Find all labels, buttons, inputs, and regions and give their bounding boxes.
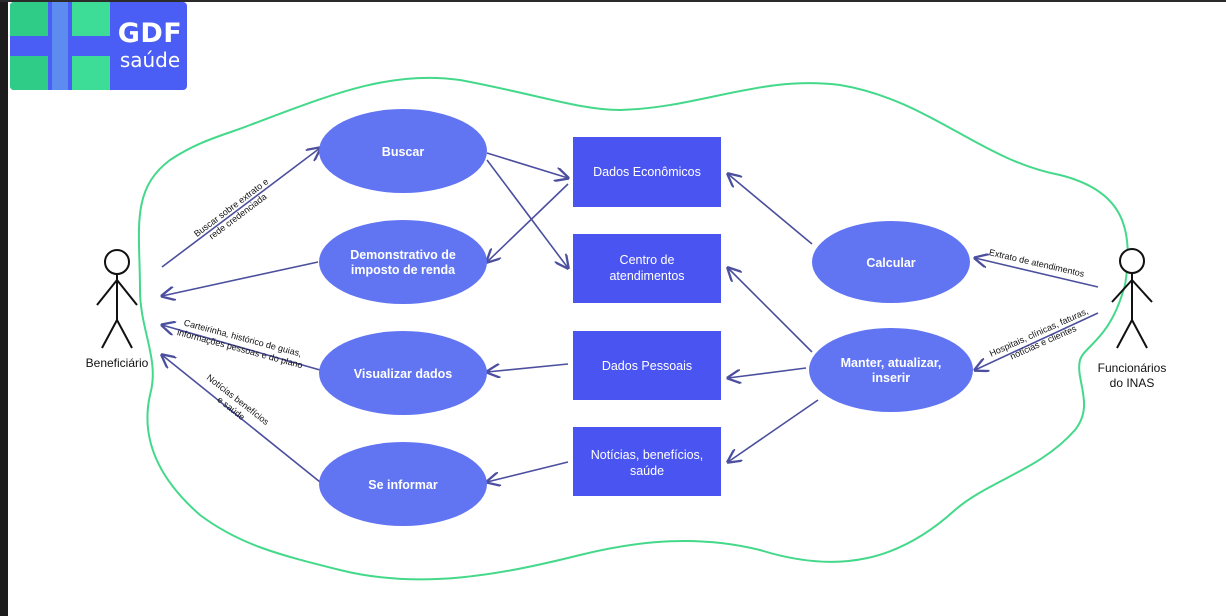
edge-noticias-informar (487, 461, 569, 482)
window-top-edge (0, 0, 1226, 2)
use-case-label: Demonstrativo de (350, 248, 456, 262)
actor-label-line: Funcionários (1098, 361, 1167, 375)
svg-text:Manter, atualizar,inserir: Manter, atualizar,inserir (841, 356, 942, 385)
edge-label-visualizar: Carteirinha, histórico de guias,informaç… (176, 317, 307, 371)
edge-manter-noticias (728, 399, 819, 462)
actor-label-beneficiario: Beneficiário (86, 356, 149, 370)
svg-text:Se informar: Se informar (368, 478, 438, 492)
entity-centro-atendimentos[interactable]: Centro de atendimentos (573, 234, 721, 303)
edge-dados-economicos-demonstrativo (487, 183, 569, 262)
svg-text:Notícias, benefícios,saúde: Notícias, benefícios, saúde (591, 448, 704, 478)
entity-label: Dados Pessoais (602, 359, 692, 373)
use-case-visualizar[interactable]: Visualizar dados (319, 331, 487, 415)
entity-label: Centro de (620, 253, 675, 267)
use-case-label: inserir (872, 371, 910, 385)
use-case-calcular[interactable]: Calcular (812, 221, 970, 303)
edge-label-informar: Notícias benefíciose saúde (198, 372, 271, 436)
edge-label-line: Buscar sobre extrato e (192, 176, 270, 238)
svg-text:Dados Pessoais: Dados Pessoais (602, 359, 692, 373)
entity-label: atendimentos (609, 269, 684, 283)
entity-label: Dados Econômicos (593, 165, 701, 179)
edges (161, 148, 1099, 483)
use-case-label: Manter, atualizar, (841, 356, 942, 370)
use-case-label: Calcular (866, 256, 915, 270)
use-case-informar[interactable]: Se informar (319, 442, 487, 526)
edge-calcular-dados-economicos (728, 174, 813, 245)
use-case-label: imposto de renda (351, 263, 456, 277)
actor-funcionarios-inas[interactable] (1111, 248, 1153, 349)
edge-manter-dados-pessoais (728, 367, 807, 378)
edge-funcionarios-calcular (975, 258, 1099, 288)
edge-demonstrativo-beneficiario (162, 261, 319, 296)
gdf-saude-logo: GDF saúde (10, 2, 187, 90)
entity-label: saúde (630, 464, 664, 478)
use-case-buscar[interactable]: Buscar (319, 109, 487, 193)
system-boundary (137, 76, 1129, 581)
edge-informar-beneficiario (162, 355, 321, 483)
actor-head-icon (1119, 248, 1145, 274)
edge-visualizar-beneficiario (162, 325, 321, 371)
svg-text:Buscar: Buscar (382, 145, 425, 159)
edge-label-line: Extrato de atendimentos (988, 247, 1086, 279)
window-edge (0, 0, 8, 616)
edge-dados-pessoais-visualizar (487, 363, 569, 372)
use-case-label: Se informar (368, 478, 438, 492)
edge-beneficiario-buscar (161, 148, 320, 268)
entity-dados-economicos[interactable]: Dados Econômicos (573, 137, 721, 207)
entity-dados-pessoais[interactable]: Dados Pessoais (573, 331, 721, 400)
edge-buscar-centro (486, 159, 568, 268)
logo-wordmark: GDF (117, 18, 183, 49)
svg-text:Dados Econômicos: Dados Econômicos (593, 165, 701, 179)
logo-subtitle: saúde (119, 48, 181, 72)
use-case-label: Visualizar dados (354, 367, 452, 381)
svg-text:Visualizar dados: Visualizar dados (354, 367, 452, 381)
actor-head-icon (104, 249, 130, 275)
use-case-label: Buscar (382, 145, 425, 159)
entity-label: Notícias, benefícios, (591, 448, 704, 462)
edge-manter-centro (728, 268, 813, 353)
edge-label-calcular: Extrato de atendimentos (988, 247, 1086, 279)
edge-buscar-dados-economicos (486, 152, 568, 178)
actor-beneficiario[interactable] (96, 249, 138, 349)
edge-label-buscar: Buscar sobre extrato erede credenciada (192, 176, 277, 247)
edge-funcionarios-manter (975, 312, 1099, 370)
use-case-manter[interactable]: Manter, atualizar,inserir (809, 328, 973, 412)
actor-label-line: do INAS (1110, 376, 1155, 390)
svg-text:Calcular: Calcular (866, 256, 915, 270)
logo-cross-icon (10, 2, 110, 90)
entity-noticias[interactable]: Notícias, benefícios, saúde (573, 427, 721, 496)
edge-label-manter: Hospitais, clínicas, faturas,notícias e … (988, 306, 1094, 369)
